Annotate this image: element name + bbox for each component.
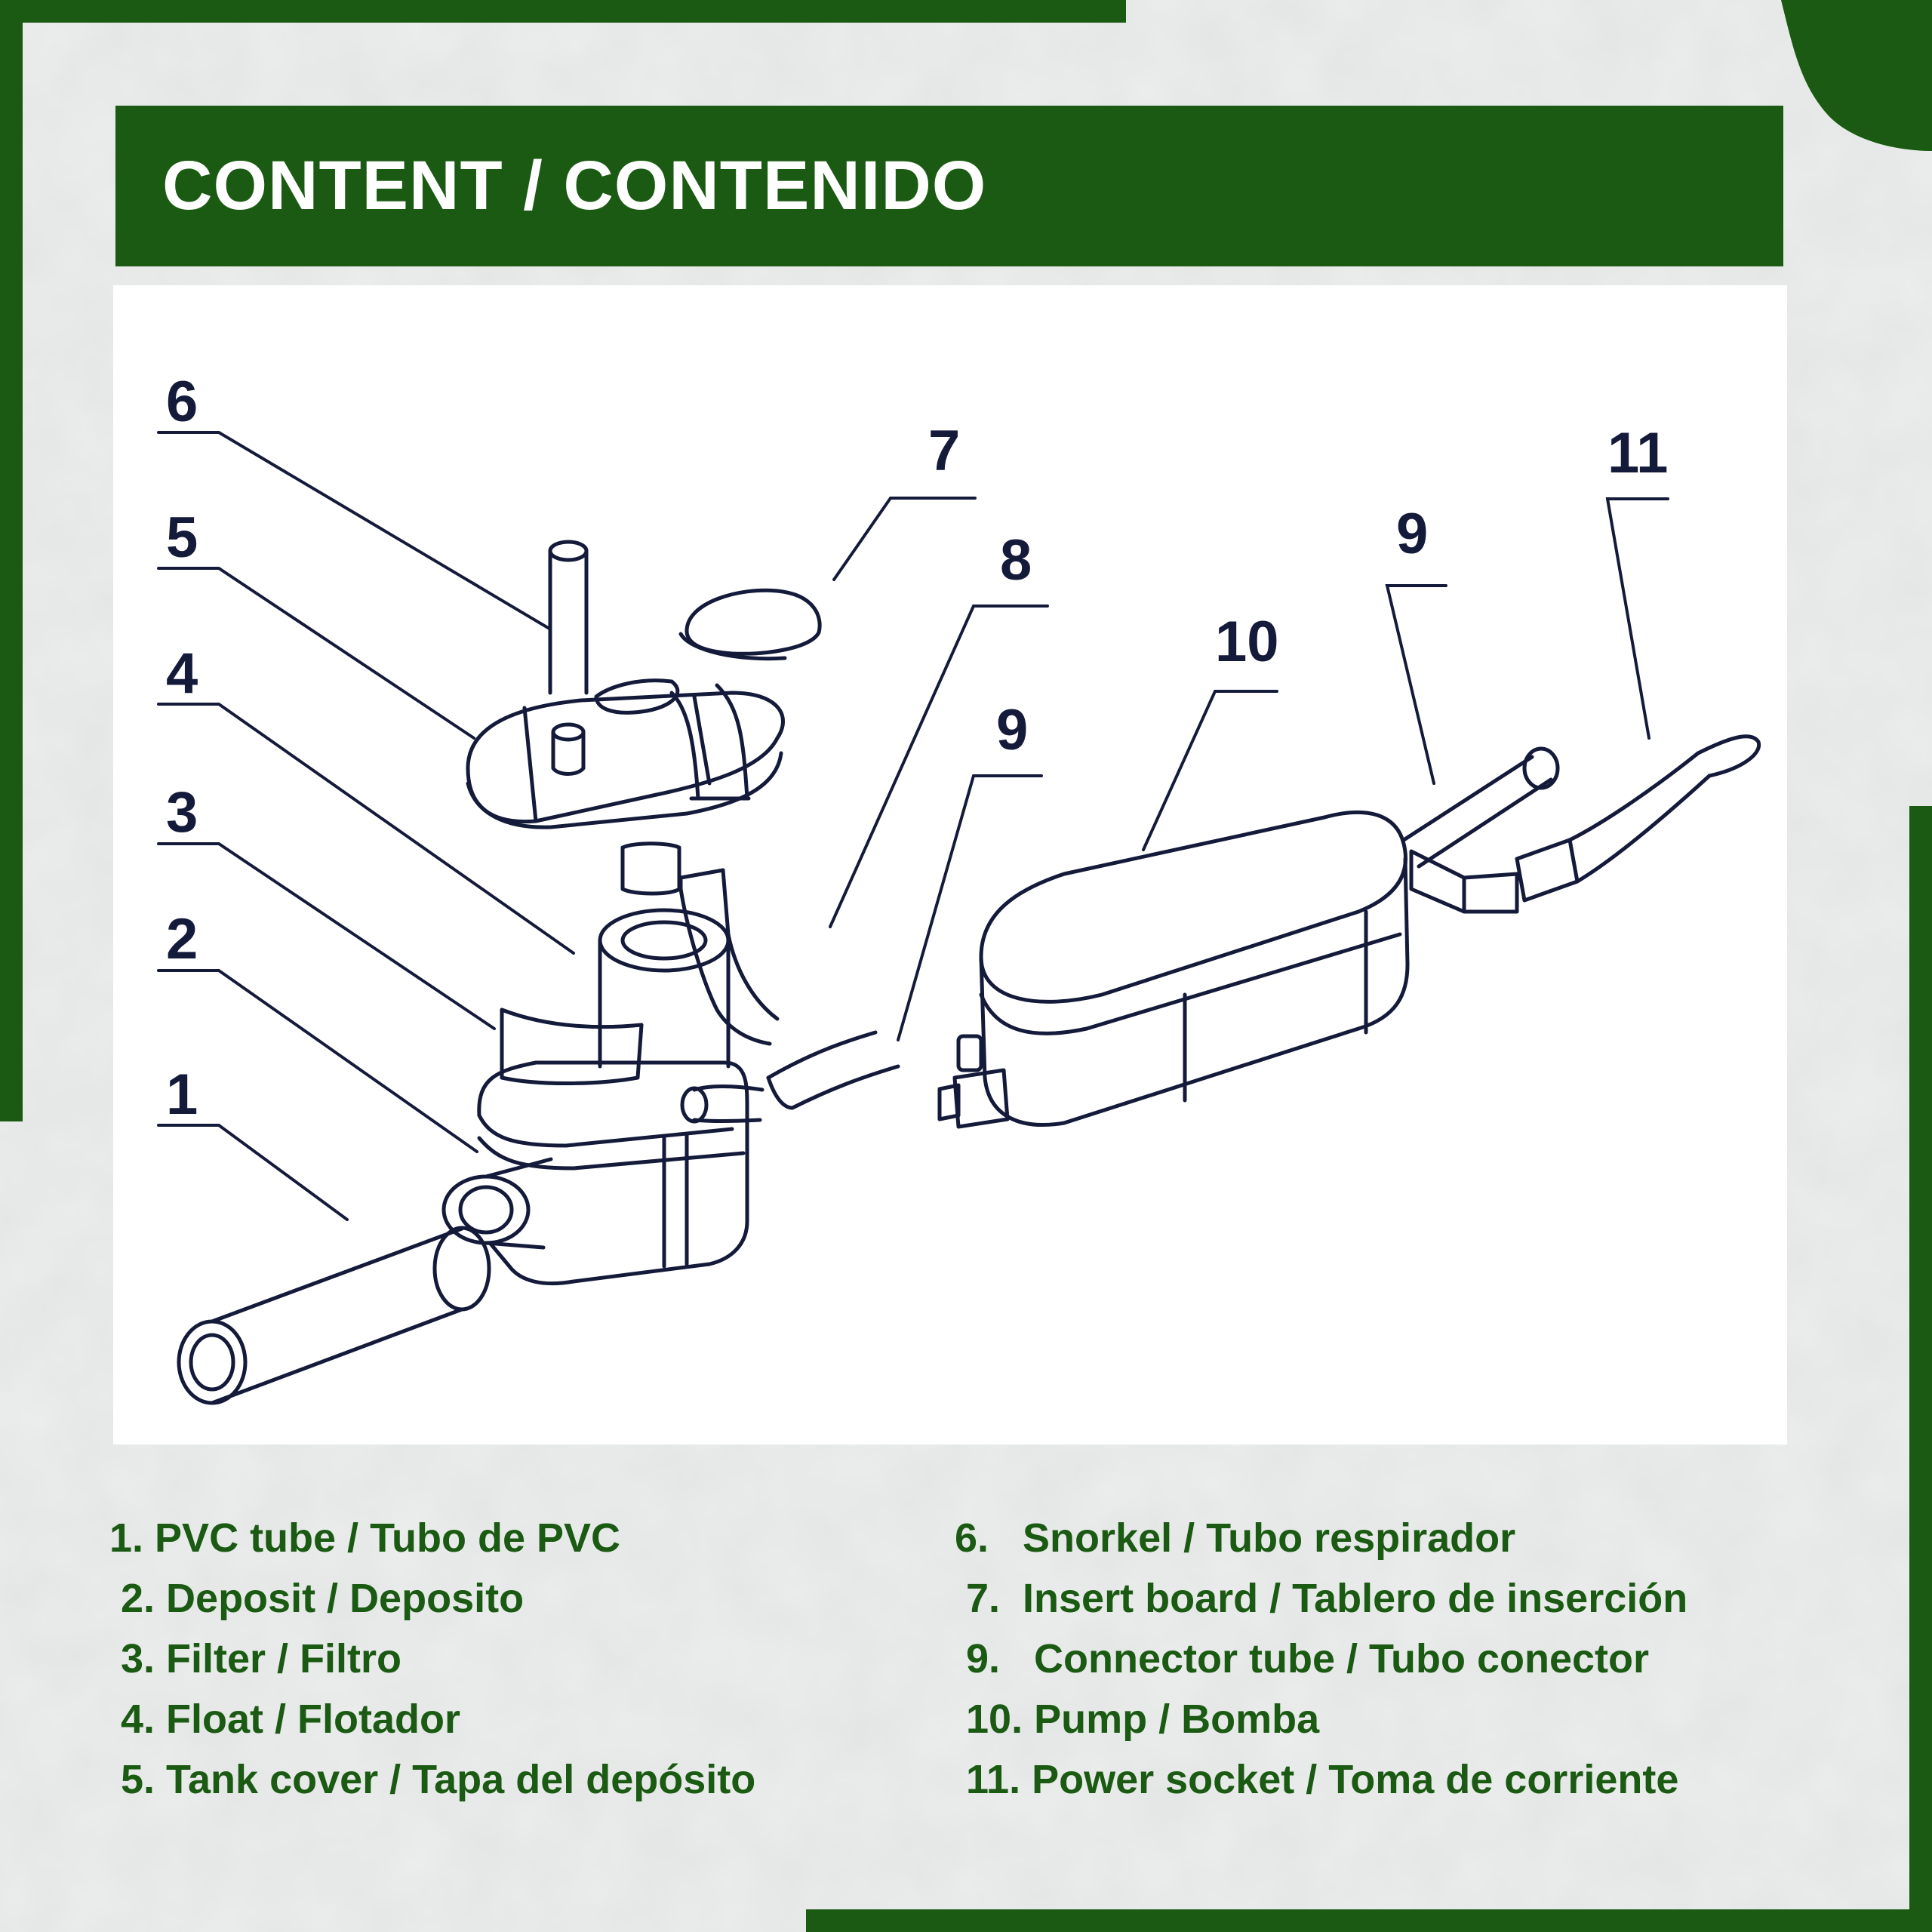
callout-8: 8 (1000, 528, 1032, 592)
corner-decoration (1781, 0, 1932, 151)
exploded-parts-diagram: 6 5 4 3 2 1 7 8 9 10 9 11 (157, 370, 1761, 1405)
legend-item-9: 9. Connector tube / Tubo conector (966, 1636, 1650, 1681)
frame-left-bar (0, 0, 23, 1121)
legend-item-5: 5. Tank cover / Tapa del depósito (121, 1757, 756, 1802)
insert-board-part (678, 588, 822, 661)
callout-1: 1 (166, 1063, 198, 1127)
connector-tube-part (680, 1030, 900, 1124)
legend-item-10: 10. Pump / Bomba (966, 1697, 1320, 1742)
legend-item-1: 1. PVC tube / Tubo de PVC (109, 1515, 621, 1561)
legend-item-6: 6. Snorkel / Tubo respirador (955, 1515, 1516, 1561)
legend-item-7: 7. Insert board / Tablero de inserción (966, 1576, 1688, 1621)
connector-tube-right-part (1401, 746, 1560, 869)
exploded-diagram-panel: 6 5 4 3 2 1 7 8 9 10 9 11 (113, 285, 1787, 1444)
frame-top-bar (0, 0, 1126, 23)
pump-part (937, 811, 1410, 1129)
frame-bottom-bar (806, 1909, 1932, 1932)
callout-4: 4 (166, 641, 198, 706)
float-part (598, 908, 731, 1069)
legend-item-2: 2. Deposit / Deposito (121, 1576, 525, 1621)
legend-item-3: 3. Filter / Filtro (121, 1636, 402, 1681)
callout-3: 3 (166, 780, 198, 844)
snorkel-part (548, 540, 589, 776)
callout-9: 9 (996, 698, 1028, 762)
deposit-part (441, 1060, 749, 1286)
pvc-tube-part (177, 1226, 491, 1405)
callout-7: 7 (928, 419, 960, 483)
callout-5: 5 (166, 506, 198, 570)
hose-part (669, 683, 780, 1046)
tank-cover-part (466, 678, 785, 896)
page-title: CONTENT / CONTENIDO (162, 147, 987, 224)
legend-item-4: 4. Float / Flotador (121, 1697, 461, 1742)
title-banner: CONTENT / CONTENIDO (115, 106, 1783, 266)
filter-part (500, 1008, 644, 1085)
callout-11: 11 (1607, 421, 1668, 485)
legend-item-11: 11. Power socket / Toma de corriente (966, 1757, 1679, 1802)
callout-10: 10 (1215, 610, 1279, 674)
power-socket-part (1409, 734, 1761, 914)
frame-right-bar (1909, 806, 1932, 1932)
leader-lines (157, 431, 1669, 1221)
callout-2: 2 (166, 907, 198, 971)
callout-9-right: 9 (1396, 502, 1428, 566)
callout-6: 6 (166, 370, 198, 434)
